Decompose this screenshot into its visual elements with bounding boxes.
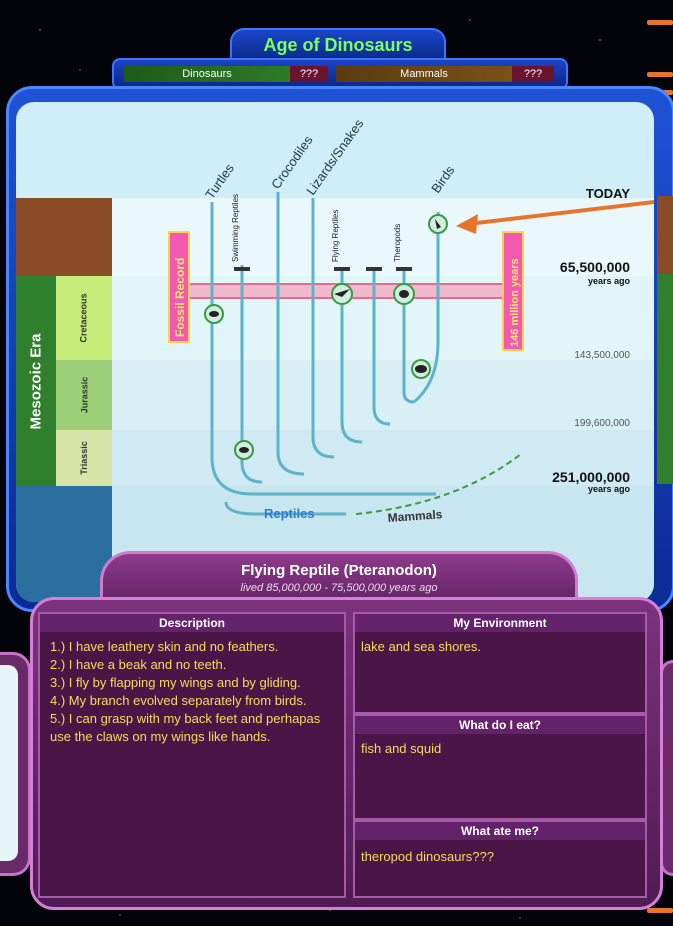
left-side-tab[interactable]	[0, 652, 31, 876]
present-edge	[657, 196, 673, 274]
environment-box: My Environment lake and sea shores.	[353, 612, 647, 714]
extinct-branch	[372, 270, 391, 426]
lizards-branch	[311, 198, 335, 459]
period-jurassic: Jurassic	[56, 360, 112, 430]
detail-panel: Description 1.) I have leathery skin and…	[30, 597, 663, 910]
label-lizards-snakes: Lizards/Snakes	[303, 116, 367, 198]
description-item: 2.) I have a beak and no teeth.	[50, 657, 227, 672]
span-label-box	[502, 231, 524, 351]
period-triassic: Triassic	[56, 430, 112, 486]
label-birds: Birds	[428, 162, 458, 195]
species-title: Flying Reptile (Pteranodon)	[241, 562, 437, 579]
description-header: Description	[40, 614, 344, 632]
period-cretaceous: Cretaceous	[56, 276, 112, 360]
birds-branch	[413, 212, 440, 404]
description-text: 1.) I have leathery skin and no feathers…	[50, 638, 336, 746]
predator-text: theropod dinosaurs???	[361, 849, 494, 864]
description-item: 5.) I can grasp with my back feet and pe…	[50, 711, 321, 744]
label-theropods: Theropods	[393, 224, 402, 262]
era-label: Mesozoic Era	[16, 276, 56, 486]
scroll-marker[interactable]	[647, 908, 673, 913]
reptiles-label: Reptiles	[264, 506, 315, 521]
date-65-5: 65,500,000	[560, 259, 630, 275]
diet-text: fish and squid	[361, 741, 442, 756]
span-label: 146 million years	[509, 258, 521, 347]
swimming-reptiles-branch	[240, 265, 263, 484]
date-251-sub: years ago	[588, 484, 631, 494]
app-title: Age of Dinosaurs	[230, 28, 446, 60]
scroll-marker[interactable]	[647, 72, 673, 77]
description-box: Description 1.) I have leathery skin and…	[38, 612, 346, 898]
jurassic-band	[112, 360, 654, 430]
date-143-5: 143,500,000	[574, 350, 630, 361]
description-item: 3.) I fly by flapping my wings and by gl…	[50, 675, 301, 690]
theropods-branch	[402, 270, 415, 404]
dinosaurs-counter-value: ???	[290, 66, 328, 82]
present-band-left	[16, 198, 112, 276]
pre-era-band	[16, 486, 112, 602]
description-item: 4.) My branch evolved separately from bi…	[50, 693, 307, 708]
mammals-counter-value: ???	[512, 66, 554, 82]
environment-header: My Environment	[355, 614, 645, 632]
era-edge	[657, 274, 673, 484]
crocodiles-branch	[276, 192, 305, 476]
date-251: 251,000,000	[552, 469, 630, 485]
diet-header: What do I eat?	[355, 716, 645, 734]
mammals-label: Mammals	[387, 507, 443, 525]
today-label: TODAY	[586, 186, 630, 201]
diet-box: What do I eat? fish and squid	[353, 714, 647, 820]
description-item: 1.) I have leathery skin and no feathers…	[50, 639, 279, 654]
fossil-record-label-box	[168, 231, 190, 343]
predator-box: What ate me? theropod dinosaurs???	[353, 820, 647, 898]
mammals-counter-label: Mammals	[336, 66, 512, 82]
fossil-record-label: Fossil Record	[173, 258, 187, 337]
flying-reptiles-branch	[340, 270, 363, 444]
pointer-arrow	[467, 200, 654, 226]
label-flying-reptiles: Flying Reptiles	[331, 210, 340, 262]
date-199-6: 199,600,000	[574, 418, 630, 429]
triassic-band	[112, 430, 654, 486]
species-lived: lived 85,000,000 - 75,500,000 years ago	[240, 582, 438, 594]
turtles-branch	[210, 202, 436, 496]
mammals-branch	[355, 453, 522, 515]
reptiles-root	[224, 501, 346, 516]
environment-text: lake and sea shores.	[361, 639, 481, 654]
date-65-5-sub: years ago	[588, 276, 631, 286]
predator-header: What ate me?	[355, 822, 645, 840]
evolution-chart[interactable]: Mesozoic Era Cretaceous Jurassic Triassi…	[16, 102, 654, 602]
dinosaurs-counter-label: Dinosaurs	[124, 66, 290, 82]
phylogeny-tree: Fossil Record 146 million years	[168, 116, 654, 525]
counter-bar: Dinosaurs ??? Mammals ???	[112, 58, 568, 90]
scroll-marker[interactable]	[647, 20, 673, 25]
label-swimming-reptiles: Swimming Reptiles	[231, 194, 240, 262]
